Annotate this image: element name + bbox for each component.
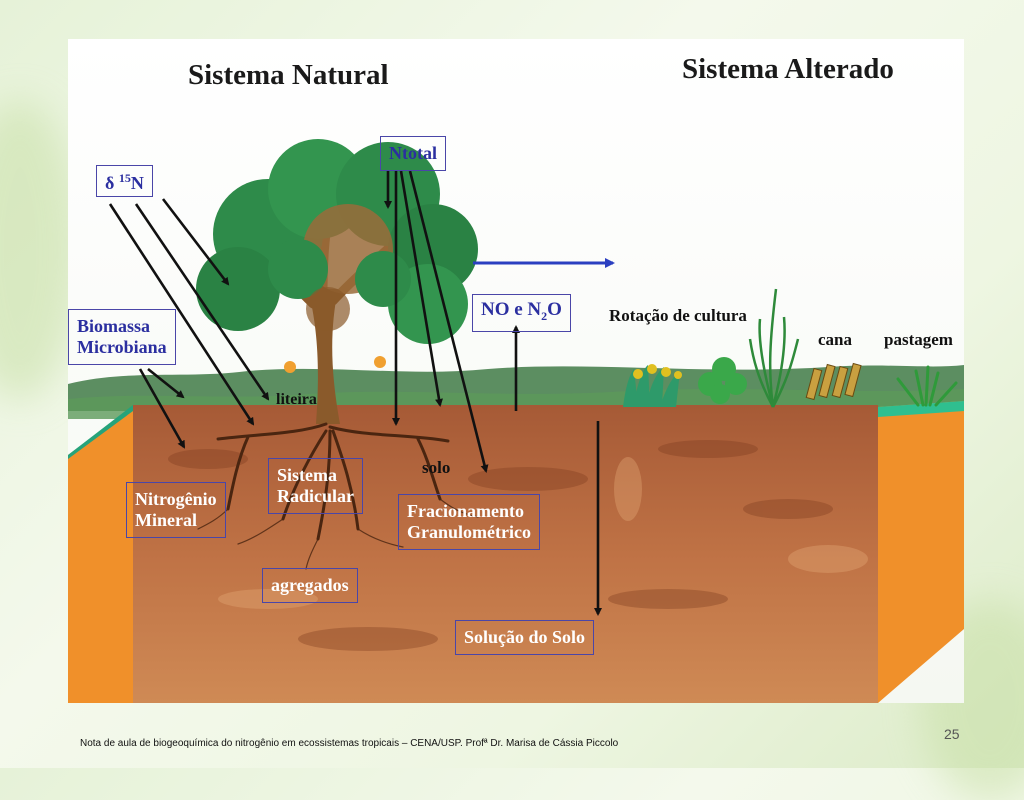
soil-block-left-face (68, 407, 133, 703)
page-number: 25 (944, 726, 960, 742)
label-agregados: agregados (262, 568, 358, 603)
flowers (284, 356, 386, 373)
arrow-d15n-canopy (161, 198, 230, 286)
soil-texture (168, 440, 833, 651)
label-liteira: liteira (276, 391, 317, 408)
label-no-n2o: NO e N2O (472, 294, 571, 332)
grass-top-surface-right (878, 401, 964, 417)
diagram-illustration (68, 39, 964, 703)
soil-texture-light (218, 457, 868, 609)
label-delta-15n: δ 15N (96, 165, 153, 197)
arrow-d15n-roots (108, 203, 255, 426)
label-rotacao-de-cultura: Rotação de cultura (609, 306, 747, 325)
label-pastagem: pastagem (884, 330, 953, 349)
title-sistema-alterado: Sistema Alterado (682, 53, 894, 85)
label-fracionamento-granulometrico: Fracionamento Granulométrico (398, 494, 540, 550)
arrow-d15n-liteira (134, 203, 270, 401)
root-system (216, 422, 450, 541)
label-sistema-radicular: Sistema Radicular (268, 458, 364, 514)
arrow-biomassa-liteira (147, 367, 185, 399)
diagram-slide: Sistema Natural Sistema Alterado δ 15N N… (68, 39, 964, 703)
label-nitrogenio-mineral: Nitrogênio Mineral (126, 482, 226, 538)
label-cana: cana (818, 330, 852, 349)
label-ntotal: Ntotal (380, 136, 446, 171)
title-sistema-natural: Sistema Natural (188, 59, 389, 91)
label-solucao-do-solo: Solução do Solo (455, 620, 595, 655)
arrow-biomassa-soil (138, 368, 186, 449)
label-solo: solo (422, 458, 451, 477)
grass-top-edge (68, 405, 133, 459)
soil-block-right-face (878, 401, 964, 703)
arrow-ntotal-solo (408, 170, 489, 473)
arrow-ntotal-liteira (399, 170, 443, 407)
root-hairs (197, 498, 479, 570)
crop-rotation-plants (623, 288, 958, 408)
footer-note: Nota de aula de biogeoquímica do nitrogê… (80, 738, 619, 749)
arrows (108, 170, 602, 616)
soil-profile (133, 405, 878, 703)
label-biomassa-microbiana: Biomassa Microbiana (68, 309, 176, 365)
